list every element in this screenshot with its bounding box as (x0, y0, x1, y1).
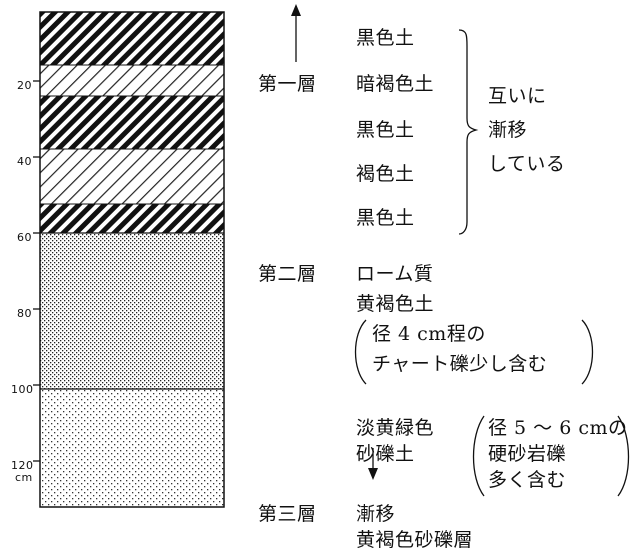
layer1-sublayer: 黒色土 (356, 27, 415, 49)
depth-tick-label: 120 (11, 459, 34, 472)
layer2-note-line: チャート礫少し含む (372, 353, 548, 375)
curly-brace-right (458, 29, 479, 235)
layer2b-note-line: 多く含む (488, 469, 567, 491)
layer2-desc-line: ローム質 (356, 263, 434, 285)
column-layer-3 (40, 96, 224, 149)
soil-column (39, 11, 225, 508)
layer3-desc-line: 漸移 (356, 503, 396, 525)
layer1-sublayer: 黒色土 (356, 207, 415, 229)
layer3-name: 第三層 (258, 503, 317, 525)
column-layer-1 (40, 12, 224, 65)
depth-tick-label: 20 (17, 79, 32, 92)
paren-right (581, 319, 594, 385)
depth-tick-label: 80 (17, 307, 32, 320)
paren-left (472, 415, 485, 497)
layer1-note-line: 漸移 (488, 119, 528, 141)
layer3-desc-line: 黄褐色砂礫層 (356, 529, 474, 551)
layer2b-note-line: 硬砂岩礫 (488, 443, 567, 465)
column-frame (39, 11, 225, 508)
depth-tick-label: 60 (17, 231, 32, 244)
layer1-name: 第一層 (258, 73, 317, 95)
layer2-desc-line: 黄褐色土 (356, 293, 435, 315)
layer1-sublayer: 暗褐色土 (356, 73, 435, 95)
arrow-down-icon (368, 448, 378, 480)
column-layer-2 (40, 65, 224, 96)
layer1-note-line: している (488, 153, 566, 175)
depth-unit-label: cm (15, 471, 33, 484)
depth-tick-label: 40 (17, 155, 32, 168)
column-layer-6 (40, 233, 224, 389)
layer1-sublayer: 褐色土 (356, 163, 415, 185)
column-layer-4 (40, 149, 224, 204)
depth-tick-label: 100 (11, 383, 34, 396)
layer2b-desc-line: 砂礫土 (356, 443, 415, 465)
paren-left (354, 319, 367, 385)
layer2-note-line: 径 4 cm程の (372, 323, 486, 345)
layer1-note-line: 互いに (488, 85, 547, 107)
paren-right (617, 415, 630, 497)
column-layer-7 (40, 389, 224, 507)
layer1-sublayer: 黒色土 (356, 119, 415, 141)
column-layer-5 (40, 204, 224, 233)
layer2-name: 第二層 (258, 263, 317, 285)
arrow-up-icon (291, 4, 301, 62)
layer2b-desc-line: 淡黄緑色 (356, 417, 435, 439)
layer2b-note-line: 径 5 ～ 6 cmの (488, 417, 628, 439)
depth-axis-ticks (33, 80, 40, 462)
